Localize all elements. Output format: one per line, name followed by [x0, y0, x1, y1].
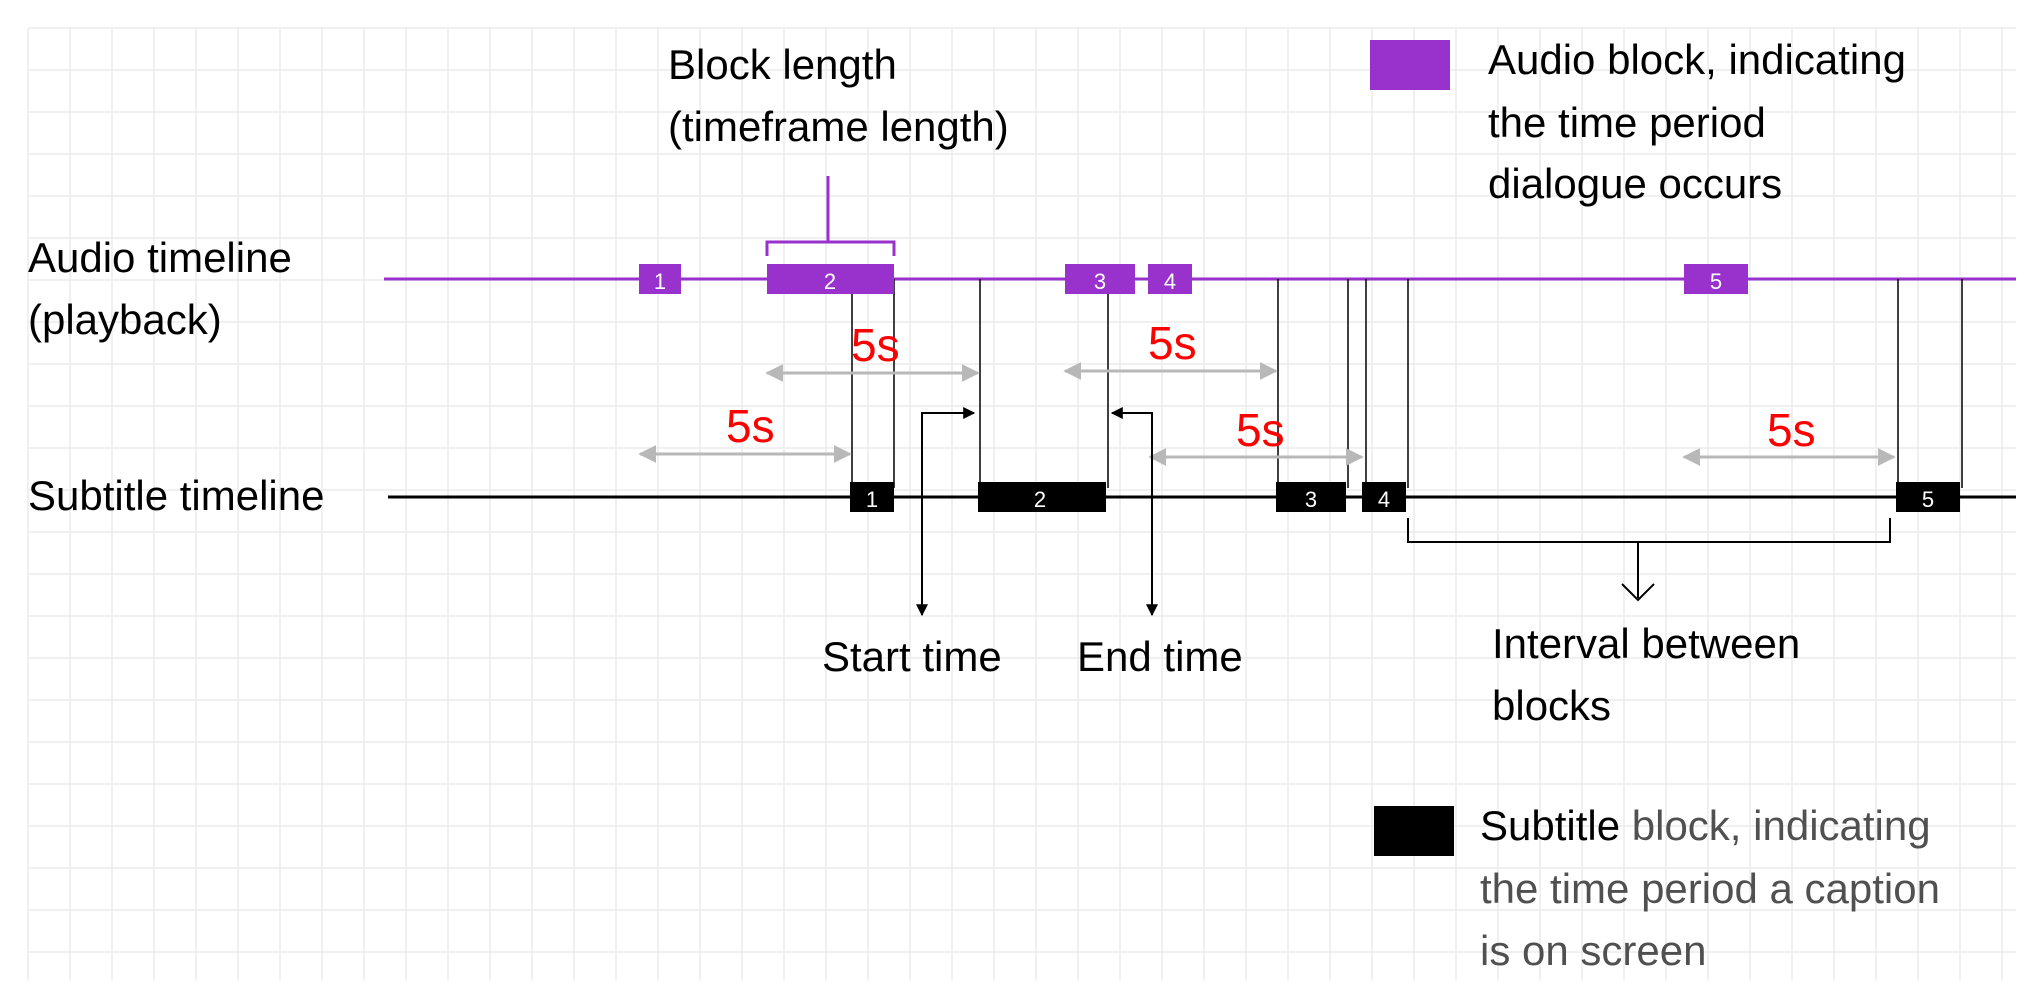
legend-audio-text-1: Audio block, indicating — [1488, 36, 1906, 83]
block-length-bracket — [765, 176, 896, 256]
audio-block-4: 4 — [1148, 264, 1192, 294]
subtitle-timeline-label: Subtitle timeline — [28, 472, 324, 519]
legend-subtitle-rest: block, indicating — [1620, 802, 1931, 849]
audio-block-label: 4 — [1164, 269, 1176, 294]
start-time-pointer — [916, 407, 976, 617]
end-time-label: End time — [1077, 633, 1243, 680]
legend-subtitle-word: Subtitle — [1480, 802, 1620, 849]
audio-block-3: 3 — [1065, 264, 1135, 294]
legend-subtitle-swatch — [1374, 806, 1454, 856]
interval-sublabel: blocks — [1492, 682, 1611, 729]
end-time-pointer — [1110, 407, 1158, 617]
offset-labels: 5s 5s 5s 5s 5s — [726, 317, 1816, 456]
audio-block-label: 5 — [1710, 269, 1722, 294]
audio-timeline-label: Audio timeline — [28, 234, 292, 281]
interval-bracket — [1407, 518, 1891, 602]
offset-label-4: 5s — [1236, 404, 1285, 456]
block-length-label: Block length — [668, 41, 897, 88]
offset-label-5: 5s — [1767, 404, 1816, 456]
audio-block-label: 3 — [1094, 269, 1106, 294]
subtitle-block-3: 3 — [1276, 482, 1346, 512]
audio-block-1: 1 — [639, 264, 681, 294]
legend-subtitle-text-1: Subtitle block, indicating — [1480, 802, 1931, 849]
offset-label-2: 5s — [851, 319, 900, 371]
subtitle-block-label: 3 — [1305, 487, 1317, 512]
subtitle-block-label: 1 — [866, 487, 878, 512]
subtitle-block-5: 5 — [1896, 482, 1960, 512]
audio-block-label: 2 — [824, 269, 836, 294]
legend-audio-text-2: the time period — [1488, 99, 1766, 146]
start-time-label: Start time — [822, 633, 1002, 680]
audio-block-label: 1 — [654, 269, 666, 294]
legend-subtitle-text-2: the time period a caption — [1480, 865, 1940, 912]
offset-label-3: 5s — [1148, 317, 1197, 369]
background-grid — [27, 27, 2016, 980]
offset-label-1: 5s — [726, 400, 775, 452]
interval-label: Interval between — [1492, 620, 1800, 667]
legend-audio-swatch — [1370, 40, 1450, 90]
subtitle-block-1: 1 — [850, 482, 894, 512]
legend-audio-text-3: dialogue occurs — [1488, 160, 1782, 207]
block-length-sublabel: (timeframe length) — [668, 103, 1009, 150]
audio-block-2: 2 — [767, 264, 894, 294]
legend-subtitle-text-3: is on screen — [1480, 927, 1706, 974]
subtitle-block-2: 2 — [978, 482, 1106, 512]
subtitle-block-label: 5 — [1922, 487, 1934, 512]
subtitle-block-label: 2 — [1034, 487, 1046, 512]
audio-block-5: 5 — [1684, 264, 1748, 294]
subtitle-block-label: 4 — [1378, 487, 1390, 512]
audio-timeline-sublabel: (playback) — [28, 296, 222, 343]
subtitle-block-4: 4 — [1362, 482, 1406, 512]
offset-arrows — [638, 362, 1896, 466]
